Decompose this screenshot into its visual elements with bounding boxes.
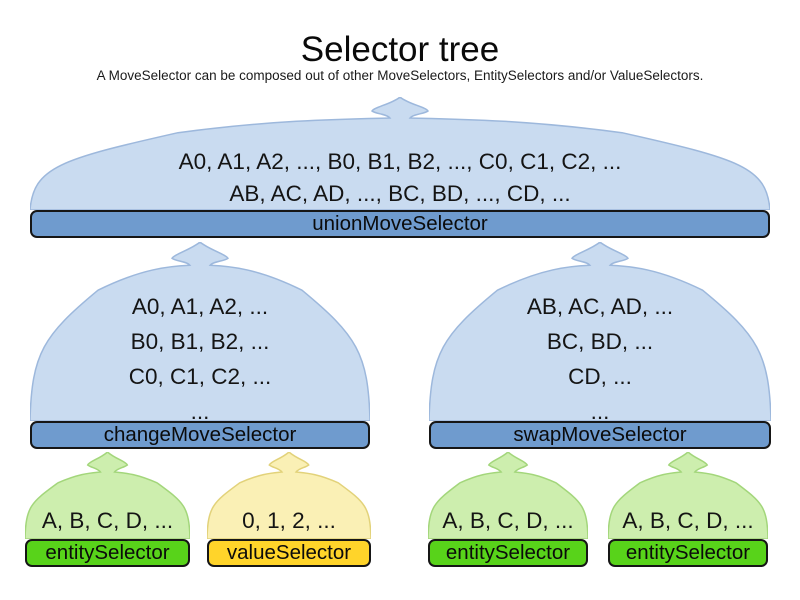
union-line: A0, A1, A2, ..., B0, B1, B2, ..., C0, C1…: [178, 149, 622, 174]
union-cloud-arrow-shape: [30, 97, 770, 210]
swap-move-selector-label: swapMoveSelector: [513, 423, 687, 446]
swap-line: ...: [590, 399, 610, 424]
swap-cloud-arrow-shape: [429, 242, 771, 421]
union-output-values: A0, A1, A2, ..., B0, B1, B2, ..., C0, C1…: [30, 146, 770, 210]
union-line: AB, AC, AD, ..., BC, BD, ..., CD, ...: [229, 181, 571, 206]
entity-selector-bar-3: entitySelector: [608, 539, 768, 567]
entity-selector-label-2: entitySelector: [445, 541, 571, 564]
entity1-cloud-arrow-shape: [25, 452, 190, 539]
change-cloud-arrow-shape: [30, 242, 370, 421]
swap-line: BC, BD, ...: [546, 329, 654, 354]
union-move-selector-bar: unionMoveSelector: [30, 210, 770, 238]
entity-selector-bar-2: entitySelector: [428, 539, 588, 567]
change-line: A0, A1, A2, ...: [131, 294, 269, 319]
entity-selector-label-1: entitySelector: [45, 541, 170, 564]
swap-output-values: AB, AC, AD, ... BC, BD, ... CD, ... ...: [429, 289, 771, 429]
value-output-values: 0, 1, 2, ...: [242, 508, 336, 533]
value-selector-bar: valueSelector: [207, 539, 371, 567]
entity3-output-values: A, B, C, D, ...: [622, 508, 754, 533]
change-move-selector-bar: changeMoveSelector: [30, 421, 370, 449]
entity-selector-label-3: entitySelector: [625, 541, 751, 564]
entity1-output-values: A, B, C, D, ...: [41, 508, 174, 533]
union-move-selector-label: unionMoveSelector: [312, 212, 488, 235]
swap-move-selector-bar: swapMoveSelector: [429, 421, 771, 449]
entity2-cloud-arrow-shape: [428, 452, 588, 539]
value-cloud-arrow-shape: [207, 452, 371, 539]
entity-selector-bar-1: entitySelector: [25, 539, 190, 567]
page-title: Selector tree: [300, 30, 500, 69]
change-move-selector-label: changeMoveSelector: [103, 423, 297, 446]
swap-line: CD, ...: [568, 364, 632, 389]
page-subtitle: A MoveSelector can be composed out of ot…: [96, 68, 704, 83]
entity3-cloud-arrow-shape: [608, 452, 768, 539]
change-line: C0, C1, C2, ...: [128, 364, 272, 389]
entity2-output-values: A, B, C, D, ...: [442, 508, 574, 533]
swap-line: AB, AC, AD, ...: [526, 294, 674, 319]
change-line: ...: [190, 399, 210, 424]
value-selector-label: valueSelector: [226, 541, 352, 564]
change-output-values: A0, A1, A2, ... B0, B1, B2, ... C0, C1, …: [30, 289, 370, 429]
change-line: B0, B1, B2, ...: [130, 329, 270, 354]
